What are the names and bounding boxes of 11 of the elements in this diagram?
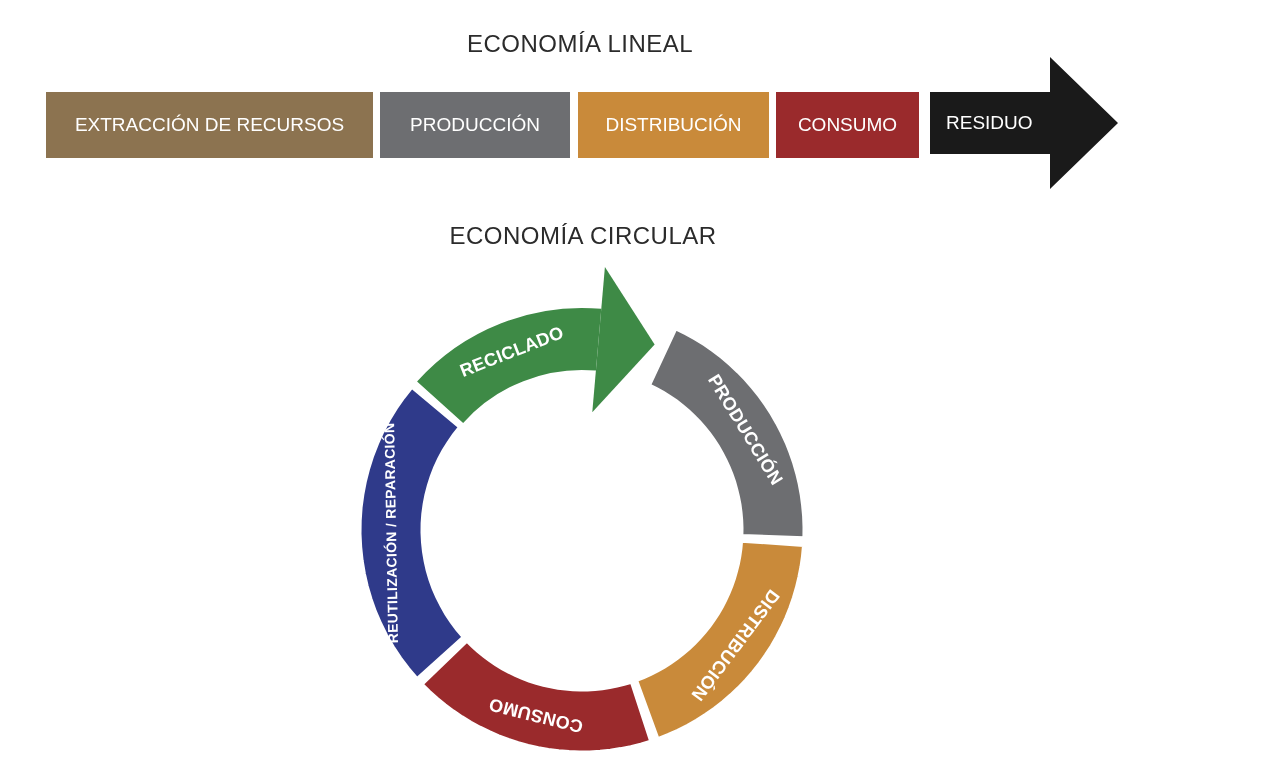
section-heading: ECONOMÍA CIRCULAR — [449, 222, 717, 250]
stage-box — [578, 92, 769, 158]
stage-box — [380, 92, 570, 158]
section-heading: ECONOMÍA LINEAL — [466, 30, 694, 58]
stage-label: RESIDUO — [946, 112, 1033, 134]
stage-label: CONSUMO — [797, 114, 898, 136]
stage-box — [46, 92, 373, 158]
stage-box — [776, 92, 919, 158]
stage-label: PRODUCCIÓN — [410, 114, 540, 136]
stage-label: EXTRACCIÓN DE RECURSOS — [74, 114, 345, 136]
stage-label: DISTRIBUCIÓN — [605, 114, 742, 136]
